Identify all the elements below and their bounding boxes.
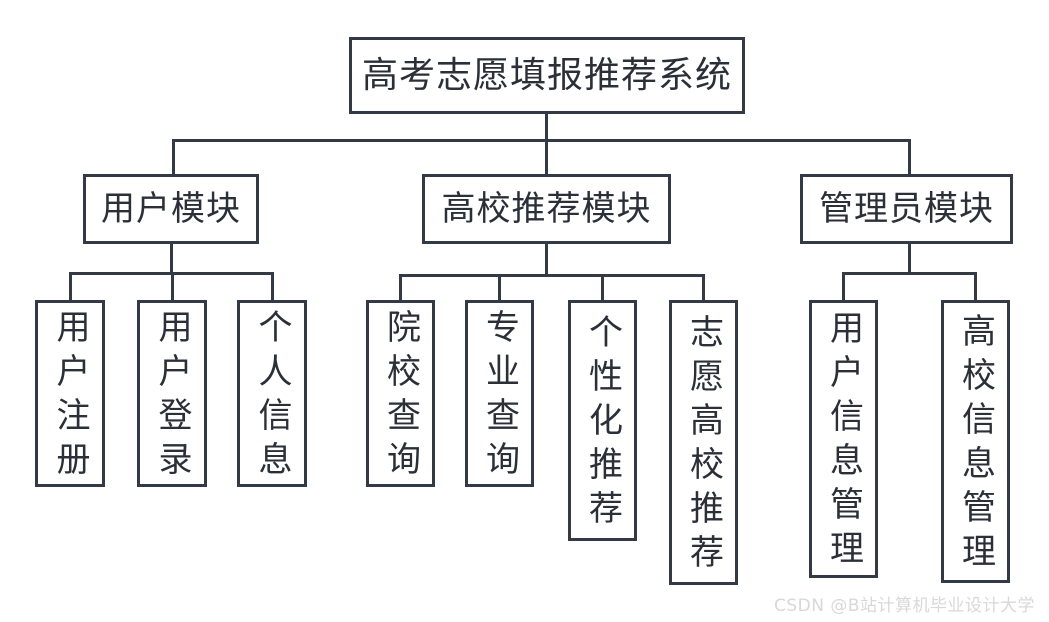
connector-drop-module-0	[172, 139, 175, 175]
connector-user-drop-1	[171, 272, 174, 301]
connector-recommend-drop-3	[702, 274, 705, 301]
node-root-label: 高考志愿填报推荐系统	[361, 54, 732, 96]
node-module-user-label: 用户模块	[101, 189, 241, 229]
node-leaf-user-register[interactable]: 用户注册	[35, 300, 105, 487]
node-module-recommend-label: 高校推荐模块	[441, 189, 652, 229]
node-module-user[interactable]: 用户模块	[83, 174, 259, 244]
connector-recommend-drop-0	[399, 274, 402, 301]
connector-admin-drop-1	[974, 272, 977, 301]
connector-recommend-bus	[399, 274, 705, 277]
node-root[interactable]: 高考志愿填报推荐系统	[349, 37, 745, 114]
node-leaf-school-search[interactable]: 院校查询	[366, 300, 435, 487]
connector-admin-bus	[842, 272, 977, 275]
connector-drop-module-1	[545, 139, 548, 175]
node-module-recommend[interactable]: 高校推荐模块	[422, 174, 671, 244]
node-leaf-volunteer-school-recommend-label: 志愿高校推荐	[683, 313, 724, 578]
connector-user-drop-0	[69, 272, 72, 301]
connector-recommend-stem	[545, 244, 548, 276]
node-leaf-user-login-label: 用户登录	[152, 308, 192, 485]
connector-drop-module-2	[908, 139, 911, 175]
node-leaf-school-info-management[interactable]: 高校信息管理	[941, 300, 1010, 583]
connector-user-drop-2	[271, 272, 274, 301]
node-leaf-major-search-label: 专业查询	[479, 308, 520, 485]
node-leaf-user-login[interactable]: 用户登录	[137, 300, 207, 487]
connector-recommend-drop-1	[498, 274, 501, 301]
node-leaf-user-profile[interactable]: 个人信息	[237, 300, 307, 487]
node-leaf-personalized-recommend-label: 个性化推荐	[582, 313, 623, 534]
node-leaf-user-info-management[interactable]: 用户信息管理	[809, 300, 878, 578]
connector-recommend-drop-2	[601, 274, 604, 301]
node-leaf-volunteer-school-recommend[interactable]: 志愿高校推荐	[669, 300, 738, 585]
node-leaf-major-search[interactable]: 专业查询	[465, 300, 534, 487]
node-leaf-school-info-management-label: 高校信息管理	[955, 312, 996, 577]
watermark-text: CSDN @B站计算机毕业设计大学	[773, 596, 1035, 616]
connector-root-stem	[545, 113, 548, 141]
node-module-admin-label: 管理员模块	[819, 189, 994, 229]
connector-main-bus	[172, 139, 911, 142]
node-leaf-personalized-recommend[interactable]: 个性化推荐	[568, 300, 637, 541]
node-leaf-school-search-label: 院校查询	[380, 308, 421, 485]
connector-admin-drop-0	[842, 272, 845, 301]
connector-user-stem	[170, 244, 173, 274]
connector-admin-stem	[908, 244, 911, 274]
node-leaf-user-info-management-label: 用户信息管理	[823, 310, 864, 574]
node-module-admin[interactable]: 管理员模块	[800, 174, 1013, 244]
node-leaf-user-register-label: 用户注册	[50, 308, 90, 485]
node-leaf-user-profile-label: 个人信息	[252, 308, 292, 485]
